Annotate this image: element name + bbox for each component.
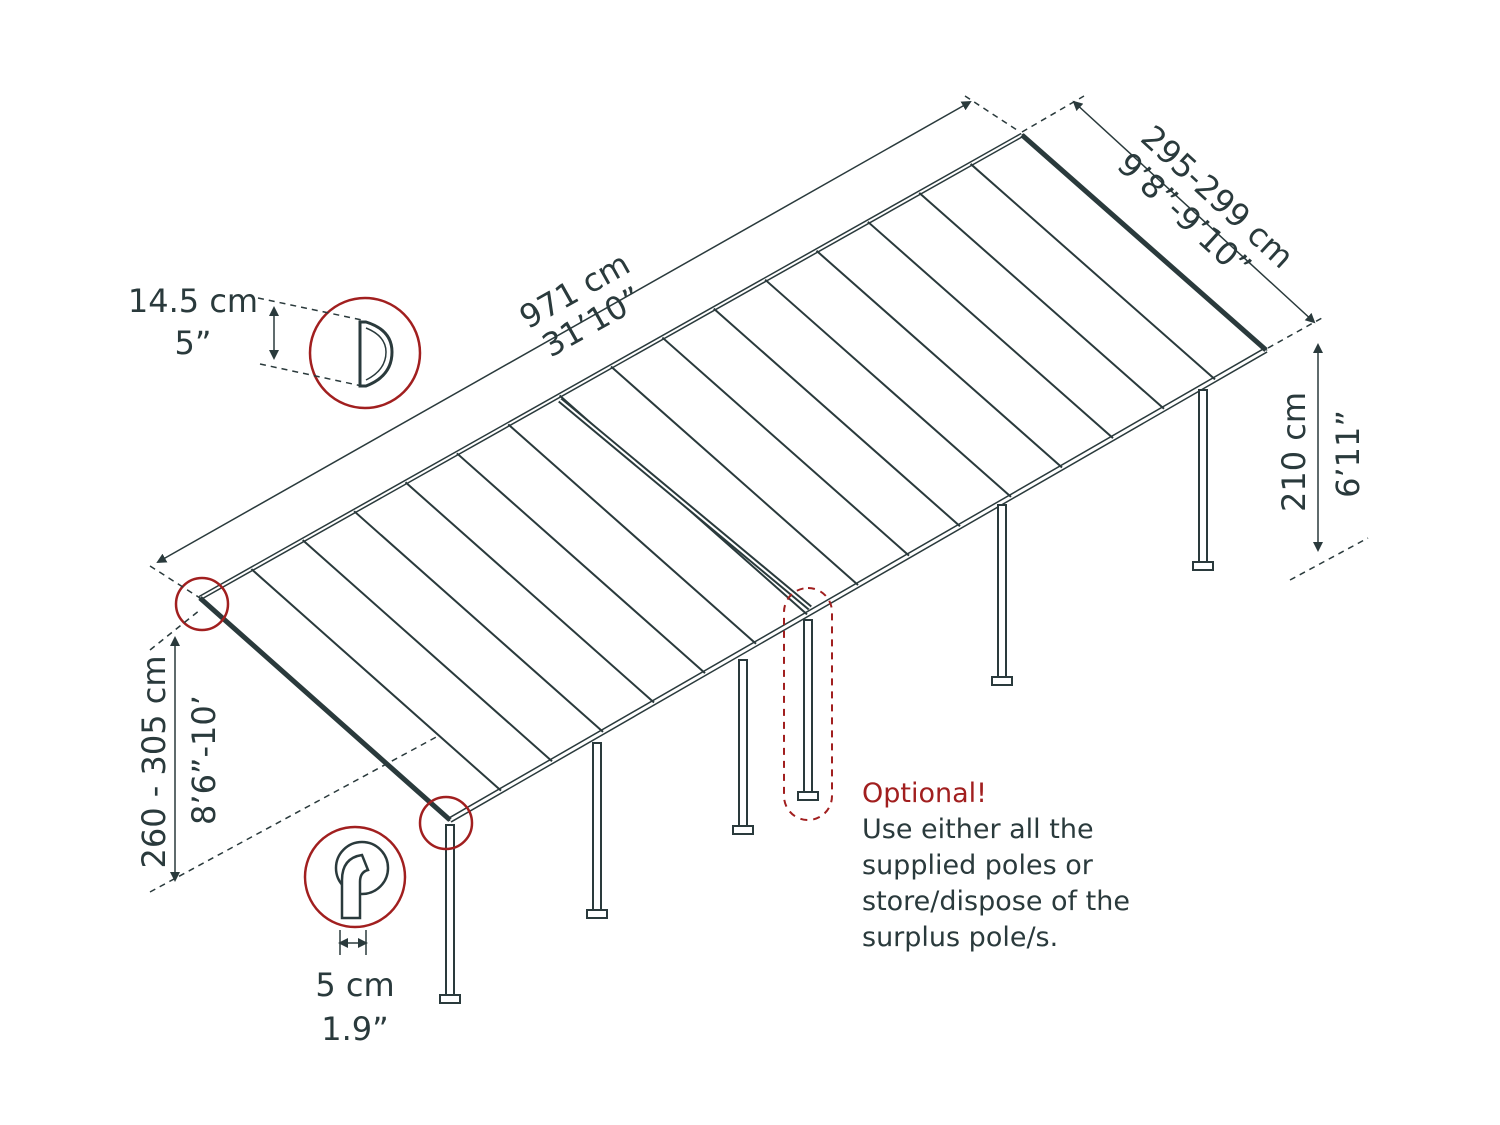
support-pole (1198, 389, 1208, 563)
pole-foot-plate (991, 676, 1013, 686)
optional-pole-highlight (783, 587, 833, 821)
optional-note-heading: Optional! (862, 778, 987, 809)
profile-imperial-label: 5” (175, 324, 212, 362)
optional-note: Optional! Use either all the supplied po… (862, 776, 1282, 956)
left-gutter (198, 596, 452, 822)
roof-outline (198, 133, 1268, 822)
post-tube-icon (340, 853, 370, 920)
optional-note-line: supplied poles or (862, 850, 1093, 881)
length-ext-left (149, 565, 201, 599)
post-imperial-label: 1.9” (321, 1010, 388, 1048)
depth-arrow (1072, 100, 1316, 324)
roof (198, 132, 1268, 823)
support-pole (738, 659, 748, 827)
roof-rafter (250, 568, 502, 792)
dimension-lines (149, 95, 1369, 893)
back-height-cm-label: 210 cm (1275, 392, 1313, 512)
support-pole (445, 824, 455, 996)
pole-foot-plate (586, 909, 608, 919)
optional-note-line: store/dispose of the (862, 886, 1130, 917)
post-cm-label: 5 cm (315, 966, 394, 1004)
profile-cm-label: 14.5 cm (128, 282, 258, 320)
depth-ext-top (1021, 95, 1085, 133)
pole-foot-plate (732, 825, 754, 835)
profile-detail (257, 296, 422, 410)
front-height-cm-label: 260 - 305 cm (135, 656, 173, 869)
front-height-imperial-label: 8’6”-10’ (185, 695, 223, 825)
support-poles (439, 389, 1214, 1004)
support-pole (803, 619, 813, 793)
back-height-ext-bottom (1289, 537, 1369, 581)
depth-ext-bottom (1267, 317, 1323, 349)
length-ext-right (964, 95, 1021, 133)
back-height-imperial-label: 6’11” (1329, 410, 1367, 498)
post-detail (303, 825, 407, 955)
corner-detail-front (418, 795, 474, 851)
length-arrow (156, 101, 972, 563)
pole-foot-plate (1192, 561, 1214, 571)
corner-detail-back (174, 576, 230, 632)
pole-foot-plate (797, 791, 819, 801)
optional-note-line: Use either all the (862, 814, 1094, 845)
optional-note-line: surplus pole/s. (862, 922, 1059, 953)
pole-foot-plate (439, 994, 461, 1004)
support-pole (997, 504, 1007, 678)
roof-rafter (302, 539, 553, 762)
support-pole (592, 742, 602, 911)
